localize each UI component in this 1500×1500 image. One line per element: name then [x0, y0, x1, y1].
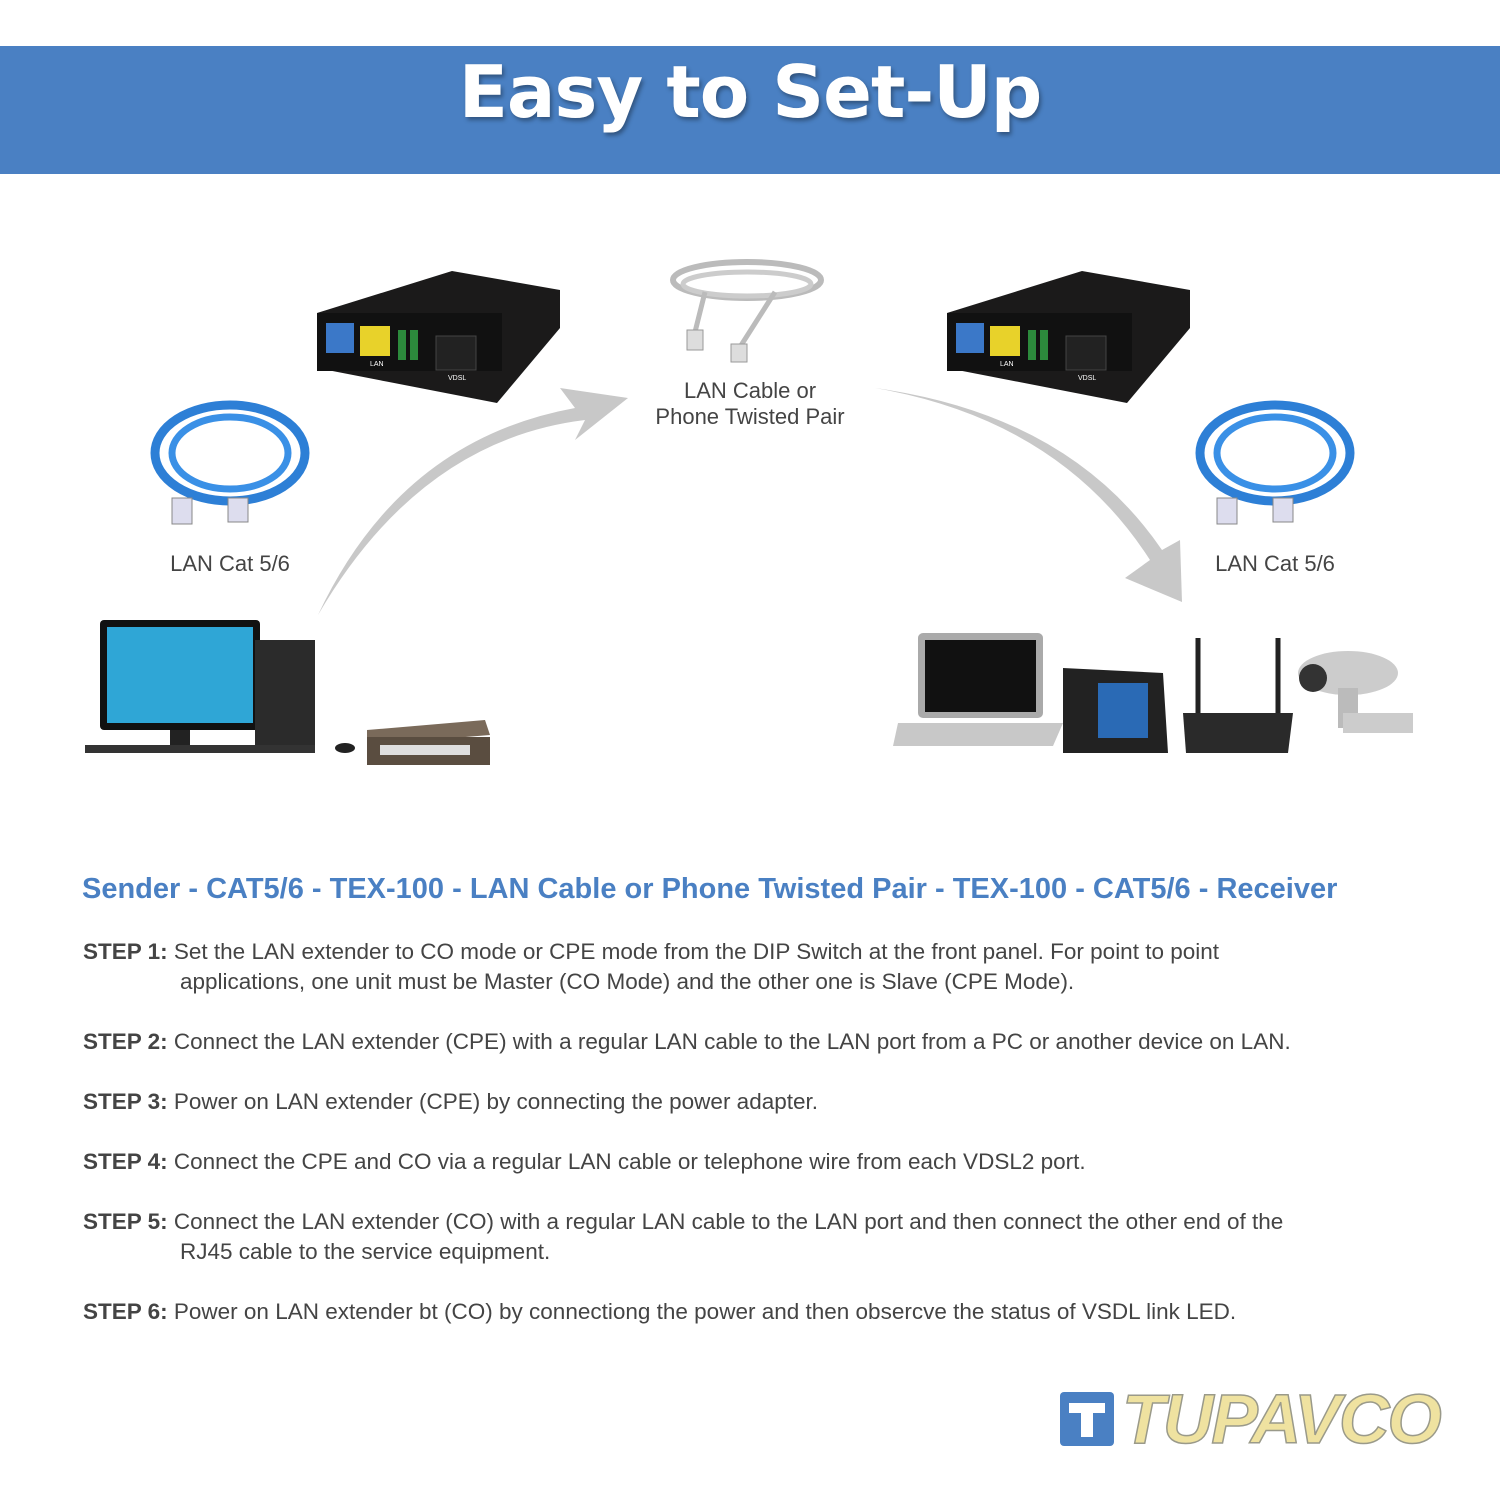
step-1: STEP 1: Set the LAN extender to CO mode …: [83, 937, 1403, 997]
ip-phone-icon: [1063, 668, 1168, 753]
receiver-devices: [893, 633, 1413, 753]
brand-name: TUPAVCO: [1121, 1380, 1442, 1458]
step-label: STEP 3:: [83, 1089, 168, 1114]
step-text: Power on LAN extender bt (CO) by connect…: [173, 1299, 1237, 1324]
flow-arrows: [318, 388, 1182, 615]
chain-heading: Sender - CAT5/6 - TEX-100 - LAN Cable or…: [82, 873, 1338, 905]
left-cable-label: LAN Cat 5/6: [170, 551, 290, 576]
middle-cable-label-line1: LAN Cable or: [683, 378, 817, 403]
step-text: Connect the LAN extender (CPE) with a re…: [173, 1029, 1291, 1054]
step-label: STEP 5:: [83, 1209, 168, 1234]
extender-device-receiver: LAN VDSL: [947, 271, 1190, 403]
port-label-lan: LAN: [1000, 361, 1014, 368]
step-3: STEP 3: Power on LAN extender (CPE) by c…: [83, 1087, 1403, 1117]
step-4: STEP 4: Connect the CPE and CO via a reg…: [83, 1147, 1403, 1177]
right-cable-label: LAN Cat 5/6: [1215, 551, 1335, 576]
port-label-vdsl: VDSL: [1078, 375, 1096, 382]
logo-t-icon: [1060, 1392, 1114, 1446]
step-5: STEP 5: Connect the LAN extender (CO) wi…: [83, 1207, 1403, 1267]
step-text: Power on LAN extender (CPE) by connectin…: [173, 1089, 819, 1114]
middle-cable-label: LAN Cable or Phone Twisted Pair: [630, 378, 870, 430]
step-label: STEP 6:: [83, 1299, 168, 1324]
security-camera-icon: [1298, 651, 1413, 733]
step-text-continued: applications, one unit must be Master (C…: [180, 969, 1075, 994]
step-label: STEP 1:: [83, 939, 168, 964]
step-label: STEP 2:: [83, 1029, 168, 1054]
step-text-continued: RJ45 cable to the service equipment.: [180, 1239, 551, 1264]
page-title: Easy to Set-Up: [458, 50, 1043, 134]
middle-cable-label-line2: Phone Twisted Pair: [655, 404, 845, 429]
desktop-pc-icon: [85, 620, 355, 753]
step-6: STEP 6: Power on LAN extender bt (CO) by…: [83, 1297, 1403, 1327]
router-icon: [1183, 638, 1293, 753]
lan-cable-image-right: [1195, 400, 1355, 525]
lan-cable-image-left: [150, 400, 310, 525]
title-banner: Easy to Set-Up: [0, 46, 1500, 174]
brand-logo: TUPAVCO: [1060, 1380, 1443, 1458]
port-label-lan: LAN: [370, 361, 384, 368]
sender-devices: [85, 620, 490, 765]
network-switch-icon: [367, 720, 490, 765]
arrow-sender-to-middle: [318, 388, 628, 615]
step-text: Connect the CPE and CO via a regular LAN…: [173, 1149, 1086, 1174]
step-text: Set the LAN extender to CO mode or CPE m…: [173, 939, 1220, 964]
step-2: STEP 2: Connect the LAN extender (CPE) w…: [83, 1027, 1403, 1057]
arrow-middle-to-receiver: [875, 388, 1182, 602]
phone-cable-image: [670, 259, 824, 363]
extender-device-sender: LAN VDSL: [317, 271, 560, 403]
port-label-vdsl: VDSL: [448, 375, 466, 382]
step-label: STEP 4:: [83, 1149, 168, 1174]
laptop-icon: [893, 633, 1063, 746]
step-text: Connect the LAN extender (CO) with a reg…: [173, 1209, 1284, 1234]
